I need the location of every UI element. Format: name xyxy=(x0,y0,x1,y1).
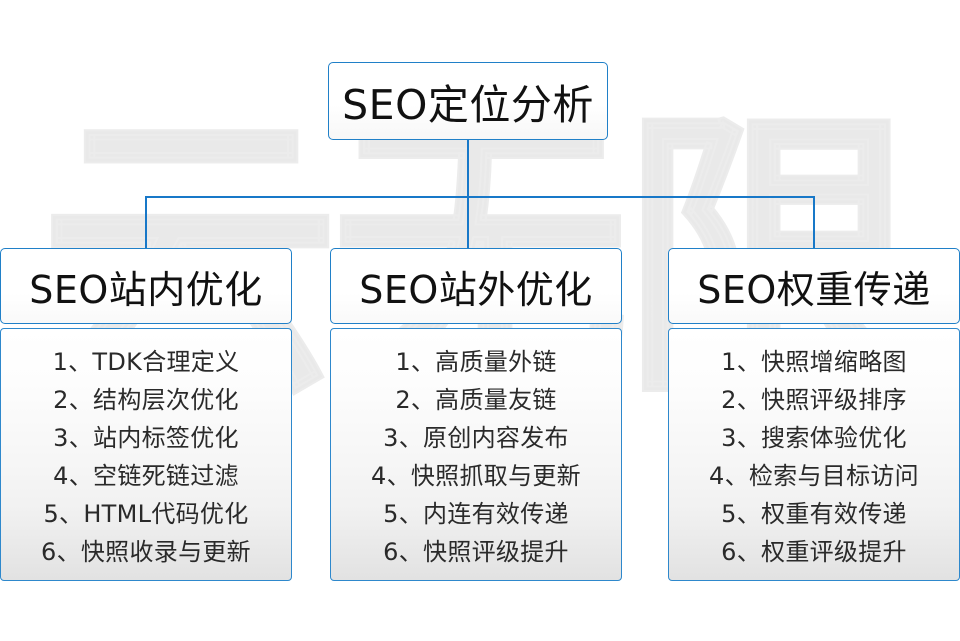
column-seo-onsite: SEO站内优化 1、TDK合理定义 2、结构层次优化 3、站内标签优化 4、空链… xyxy=(0,248,292,581)
list-item: 6、权重评级提升 xyxy=(721,538,907,566)
connector-root-stem xyxy=(467,140,469,197)
list-item: 4、空链死链过滤 xyxy=(53,462,239,490)
list-item: 1、高质量外链 xyxy=(395,348,557,376)
connector-branch-center xyxy=(467,196,469,249)
column-header-label-2: SEO站外优化 xyxy=(359,267,593,312)
column-header-3[interactable]: SEO权重传递 xyxy=(668,248,960,324)
column-header-label-1: SEO站内优化 xyxy=(29,267,263,312)
list-item: 1、TDK合理定义 xyxy=(52,348,240,376)
list-item: 4、检索与目标访问 xyxy=(709,462,919,490)
list-item: 4、快照抓取与更新 xyxy=(371,462,581,490)
column-seo-offsite: SEO站外优化 1、高质量外链 2、高质量友链 3、原创内容发布 4、快照抓取与… xyxy=(330,248,622,581)
list-item: 3、原创内容发布 xyxy=(383,424,569,452)
list-item: 6、快照评级提升 xyxy=(383,538,569,566)
list-item: 6、快照收录与更新 xyxy=(41,538,251,566)
column-header-2[interactable]: SEO站外优化 xyxy=(330,248,622,324)
list-item: 1、快照增缩略图 xyxy=(721,348,907,376)
list-item: 2、高质量友链 xyxy=(395,386,557,414)
column-header-1[interactable]: SEO站内优化 xyxy=(0,248,292,324)
list-item: 5、内连有效传递 xyxy=(383,500,569,528)
column-seo-weight: SEO权重传递 1、快照增缩略图 2、快照评级排序 3、搜索体验优化 4、检索与… xyxy=(668,248,960,581)
root-node[interactable]: SEO定位分析 xyxy=(328,62,608,140)
list-item: 5、HTML代码优化 xyxy=(43,500,249,528)
connector-branch-right xyxy=(813,196,815,249)
list-item: 2、快照评级排序 xyxy=(721,386,907,414)
column-header-label-3: SEO权重传递 xyxy=(697,267,931,312)
column-body-1: 1、TDK合理定义 2、结构层次优化 3、站内标签优化 4、空链死链过滤 5、H… xyxy=(0,328,292,581)
list-item: 2、结构层次优化 xyxy=(53,386,239,414)
connector-horizontal-bar xyxy=(145,196,815,198)
columns-container: SEO站内优化 1、TDK合理定义 2、结构层次优化 3、站内标签优化 4、空链… xyxy=(0,248,960,588)
root-node-label: SEO定位分析 xyxy=(342,81,594,129)
list-item: 3、站内标签优化 xyxy=(53,424,239,452)
column-body-3: 1、快照增缩略图 2、快照评级排序 3、搜索体验优化 4、检索与目标访问 5、权… xyxy=(668,328,960,581)
connector-branch-left xyxy=(145,196,147,249)
list-item: 3、搜索体验优化 xyxy=(721,424,907,452)
column-body-2: 1、高质量外链 2、高质量友链 3、原创内容发布 4、快照抓取与更新 5、内连有… xyxy=(330,328,622,581)
list-item: 5、权重有效传递 xyxy=(721,500,907,528)
